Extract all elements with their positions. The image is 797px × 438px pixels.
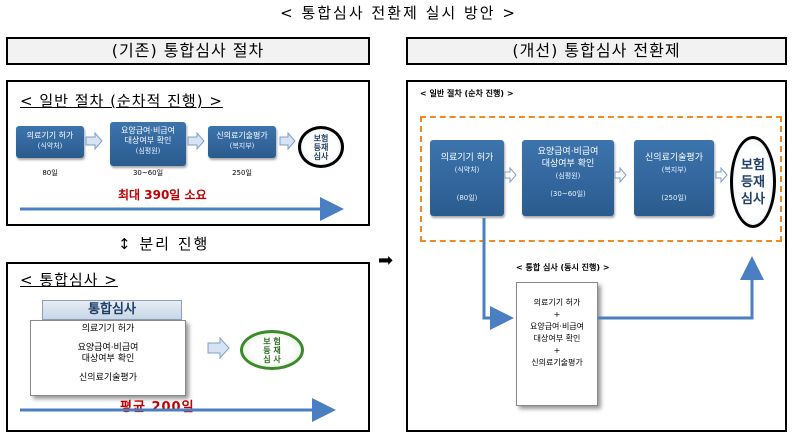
left-integrated-panel: < 통합심사 > 통합심사 의료기기 허가 요양급여·비급여 대상여부 확인 신… <box>6 262 370 432</box>
integrated-item-1: 의료기기 허가 <box>81 324 135 334</box>
integrated-item-2: 요양급여·비급여 <box>77 343 139 353</box>
right-chevron-1 <box>504 166 517 184</box>
right-integrated-box: 의료기기 허가 + 요양급여·비급여 대상여부 확인 + 신의료기술평가 <box>516 282 598 406</box>
left-step-2-name2: 대상여부 확인 <box>124 136 172 145</box>
right-step-1: 의료기기 허가 (식약처) (80일) <box>430 140 504 216</box>
right-step-3-name: 신의료기술평가 <box>645 153 703 163</box>
right-int-item-3: 요양급여·비급여 <box>529 322 585 331</box>
right-final-3: 심사 <box>741 191 765 207</box>
right-int-item-2: + <box>553 310 561 319</box>
left-step-3-days: 250일 <box>232 169 252 177</box>
page-title: < 통합심사 전환제 실시 방안 > <box>280 4 517 22</box>
right-chevron-2 <box>614 166 627 184</box>
right-chevron-3 <box>715 166 728 184</box>
right-step-3-days: (250일) <box>661 194 687 202</box>
right-header: (개선) 통합심사 전환제 <box>406 37 787 65</box>
left-step-2-days: 30~60일 <box>132 169 164 177</box>
left-step-2: 요양급여·비급여 대상여부 확인 (심평원) <box>110 122 186 166</box>
right-int-item-1: 의료기기 허가 <box>533 298 581 307</box>
right-general-dash-box <box>420 116 782 242</box>
left-integrated-chevron <box>207 336 230 360</box>
transition-arrow-icon: ➡ <box>378 250 394 271</box>
right-step-2-name2: 대상여부 확인 <box>541 159 595 169</box>
left-step-1-name: 의료기기 허가 <box>26 131 74 140</box>
left-step-2-name1: 요양급여·비급여 <box>120 126 176 135</box>
right-int-item-6: 신의료기술평가 <box>531 358 583 367</box>
left-step-3: 신의료기술평가 (복지부) <box>208 126 276 158</box>
right-step-2-name1: 요양급여·비급여 <box>537 147 599 157</box>
left-chevron-1 <box>85 131 103 151</box>
right-step-1-days: (80일) <box>456 194 478 202</box>
left-int-final-3: 심 사 <box>263 354 281 364</box>
right-final-1: 보험 <box>741 157 765 173</box>
right-step-2-org: (심평원) <box>555 172 581 180</box>
right-step-1-org: (식약처) <box>454 166 480 174</box>
right-final-2: 등재 <box>741 174 765 190</box>
left-final-3: 심사 <box>313 151 329 161</box>
right-int-item-5: + <box>553 346 561 355</box>
right-final-oval: 보험 등재 심사 <box>730 136 776 228</box>
right-step-2-days: (30~60일) <box>550 190 586 198</box>
left-final-2: 등재 <box>313 142 329 152</box>
right-step-1-name: 의료기기 허가 <box>440 153 494 163</box>
left-step-1-org: (식약처) <box>37 142 63 150</box>
right-step-3-org: (복지부) <box>661 166 687 174</box>
integrated-item-3: 대상여부 확인 <box>81 354 135 364</box>
left-step-3-org: (복지부) <box>229 142 255 150</box>
left-chevron-2 <box>187 131 205 151</box>
separate-label: ↕ 분리 진행 <box>118 235 210 253</box>
right-integrated-title: < 통합 심사 (동시 진행) > <box>516 263 610 272</box>
integrated-items-box: 의료기기 허가 요양급여·비급여 대상여부 확인 신의료기술평가 <box>30 320 186 396</box>
right-panel: < 일반 절차 (순차 진행) > 의료기기 허가 (식약처) (80일) 요양… <box>406 80 787 432</box>
left-int-final-2: 등 재 <box>263 345 281 355</box>
left-step-2-org: (심평원) <box>135 147 161 155</box>
right-step-3: 신의료기술평가 (복지부) (250일) <box>634 140 714 216</box>
right-branch-arrow <box>482 218 514 330</box>
right-merge-arrow <box>598 256 764 320</box>
right-step-2: 요양급여·비급여 대상여부 확인 (심평원) (30~60일) <box>522 140 614 216</box>
left-final-oval: 보험 등재 심사 <box>298 126 344 168</box>
left-int-final-1: 보 험 <box>263 336 281 346</box>
left-chevron-3 <box>279 131 296 151</box>
left-final-1: 보험 <box>313 133 329 143</box>
left-step-1-days: 80일 <box>42 169 58 177</box>
integrated-item-4: 신의료기술평가 <box>79 373 137 383</box>
integrated-box-title: 통합심사 <box>42 300 182 320</box>
left-total-label: 최대 390일 소요 <box>118 188 207 202</box>
left-integrated-title: < 통합심사 > <box>20 271 118 289</box>
left-integrated-oval: 보 험 등 재 심 사 <box>240 330 304 370</box>
left-general-title: < 일반 절차 (순차적 진행) > <box>20 92 223 110</box>
right-int-item-4: 대상여부 확인 <box>533 334 581 343</box>
left-header: (기존) 통합심사 절차 <box>6 37 370 65</box>
left-general-panel: < 일반 절차 (순차적 진행) > 의료기기 허가 (식약처) 80일 요양급… <box>6 80 370 226</box>
left-step-3-name: 신의료기술평가 <box>216 131 268 140</box>
right-general-title: < 일반 절차 (순차 진행) > <box>420 89 514 98</box>
left-step-1: 의료기기 허가 (식약처) <box>16 126 84 158</box>
